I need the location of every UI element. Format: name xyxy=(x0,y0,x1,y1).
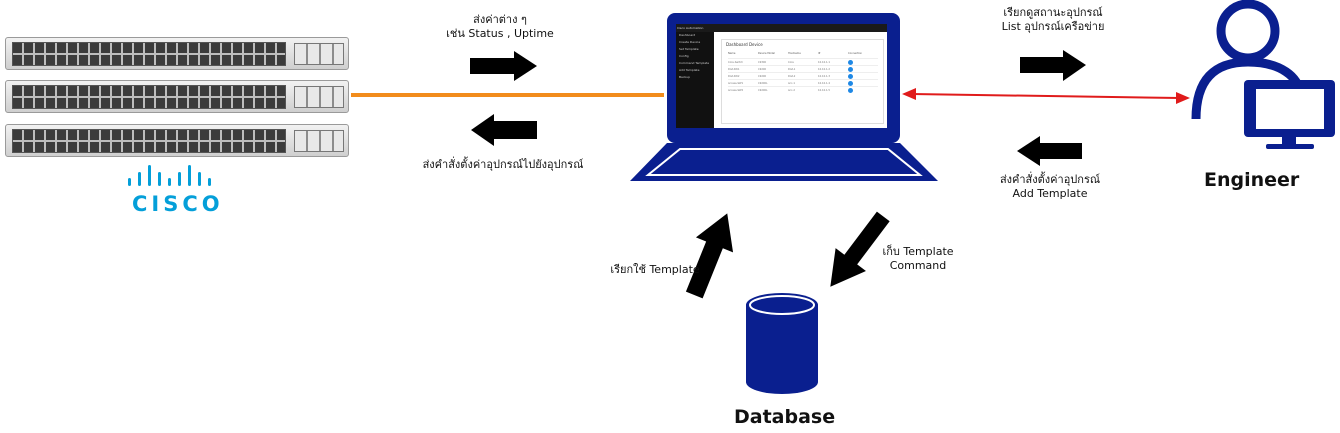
arrow-icon xyxy=(685,213,734,299)
view-status-label: เรียกดูสถานะอุปกรณ์ List อุปกรณ์เครือข่า… xyxy=(988,6,1118,34)
arrow-icon xyxy=(470,51,537,81)
laptop-engineer-link xyxy=(902,88,1190,104)
send-status-line-2: เช่น Status , Uptime xyxy=(446,27,554,40)
engineer-title: Engineer xyxy=(1204,169,1300,191)
cisco-wordmark: CISCO xyxy=(132,192,224,216)
add-template-label: ส่งคำสั่งตั้งค่าอุปกรณ์ Add Template xyxy=(980,173,1120,201)
arrow-icon xyxy=(1020,50,1086,81)
cisco-switch-3 xyxy=(5,124,349,157)
store-template-label: เก็บ Template Command xyxy=(868,245,968,273)
send-config-label: ส่งคำสั่งตั้งค่าอุปกรณ์ไปยังอุปกรณ์ xyxy=(422,158,584,171)
arrow-icon xyxy=(471,114,537,146)
add-template-line-1: ส่งคำสั่งตั้งค่าอุปกรณ์ xyxy=(999,173,1101,186)
arrow-icon xyxy=(830,211,890,287)
database-icon xyxy=(746,293,818,394)
view-status-line-1: เรียกดูสถานะอุปกรณ์ xyxy=(1003,6,1103,19)
add-template-line-2: Add Template xyxy=(1012,187,1088,200)
arrow-icon xyxy=(1017,136,1082,166)
view-status-line-2: List อุปกรณ์เครือข่าย xyxy=(1001,20,1105,33)
use-template-label: เรียกใช้ Template xyxy=(610,263,700,276)
database-title: Database xyxy=(734,406,836,428)
send-status-label: ส่งค่าต่าง ๆ เช่น Status , Uptime xyxy=(435,13,565,41)
store-template-line-2: Command xyxy=(889,259,947,272)
cisco-switch-1 xyxy=(5,37,349,70)
send-status-line-1: ส่งค่าต่าง ๆ xyxy=(473,13,527,26)
cisco-switch-2 xyxy=(5,80,349,113)
engineer-icon xyxy=(1191,0,1305,120)
store-template-line-1: เก็บ Template xyxy=(882,245,954,258)
monitor-icon xyxy=(1244,80,1335,149)
